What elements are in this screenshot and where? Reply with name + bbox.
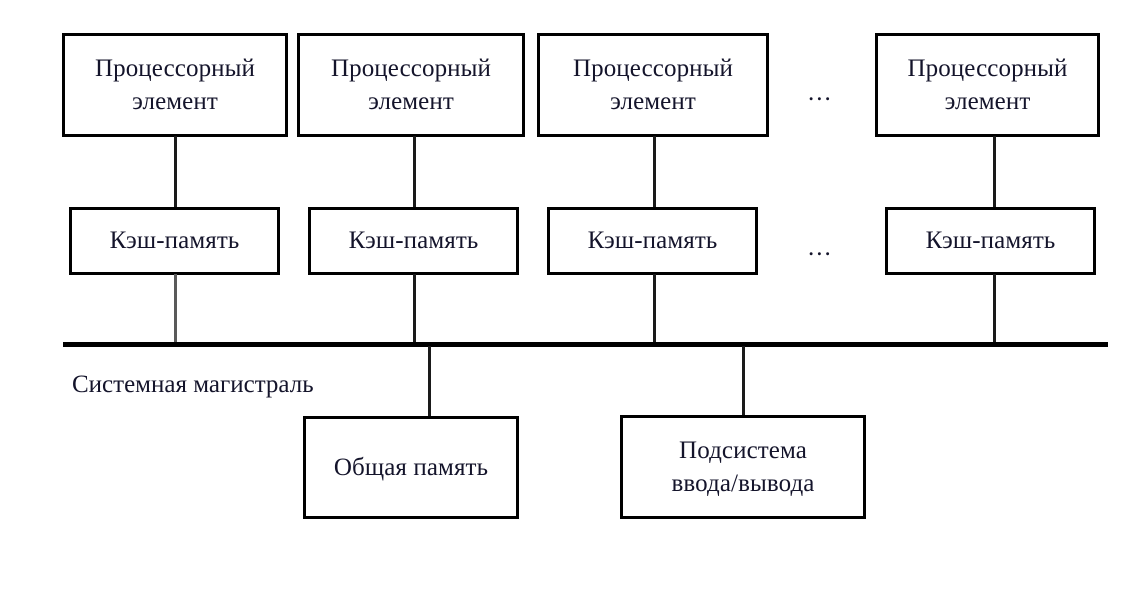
- cache-memory-label: Кэш-память: [109, 227, 240, 255]
- processor-element-box-3: Процессорный элемент: [537, 33, 769, 137]
- processor-element-label-line2: элемент: [368, 88, 454, 115]
- connector-cache3-to-bus: [653, 274, 656, 345]
- processor-element-label-line1: Процессорный: [330, 54, 492, 82]
- processor-element-label-line2: элемент: [944, 88, 1031, 115]
- cache-memory-label: Кэш-память: [925, 227, 1056, 255]
- processor-element-label-line1: Процессорный: [94, 54, 256, 82]
- cache-memory-label: Кэш-память: [348, 227, 479, 255]
- connector-cache4-to-bus: [993, 274, 996, 345]
- connector-pe1-to-cache1: [174, 136, 177, 208]
- processor-element-label-line1: Процессорный: [572, 54, 734, 82]
- io-subsystem-label-line2: ввода/вывода: [671, 470, 815, 497]
- cache-memory-box-4: Кэш-память: [885, 207, 1096, 275]
- shared-memory-label: Общая память: [333, 453, 489, 481]
- ellipsis-cache-row: ...: [808, 234, 833, 261]
- connector-pe3-to-cache3: [653, 136, 656, 208]
- cache-memory-box-2: Кэш-память: [308, 207, 519, 275]
- system-bus-label: Системная магистраль: [72, 371, 314, 398]
- processor-element-box-1: Процессорный элемент: [62, 33, 288, 137]
- processor-element-box-2: Процессорный элемент: [297, 33, 525, 137]
- ellipsis-processor-row: ...: [808, 79, 833, 106]
- io-subsystem-label-line1: Подсистема: [679, 436, 807, 464]
- connector-bus-to-io-subsystem: [742, 346, 745, 416]
- connector-cache2-to-bus: [413, 274, 416, 345]
- connector-cache1-to-bus: [174, 274, 177, 345]
- system-bus-line: [63, 342, 1108, 347]
- cache-memory-box-3: Кэш-память: [547, 207, 758, 275]
- shared-memory-box: Общая память: [303, 416, 519, 519]
- processor-element-label-line2: элемент: [132, 88, 218, 115]
- io-subsystem-box: Подсистема ввода/вывода: [620, 415, 866, 519]
- processor-element-label-line1: Процессорный: [907, 54, 1068, 82]
- processor-element-label-line2: элемент: [610, 88, 696, 115]
- cache-memory-box-1: Кэш-память: [69, 207, 280, 275]
- connector-pe2-to-cache2: [413, 136, 416, 208]
- processor-element-box-4: Процессорный элемент: [875, 33, 1100, 137]
- cache-memory-label: Кэш-память: [587, 227, 718, 255]
- connector-bus-to-shared-memory: [428, 346, 431, 417]
- connector-pe4-to-cache4: [993, 136, 996, 208]
